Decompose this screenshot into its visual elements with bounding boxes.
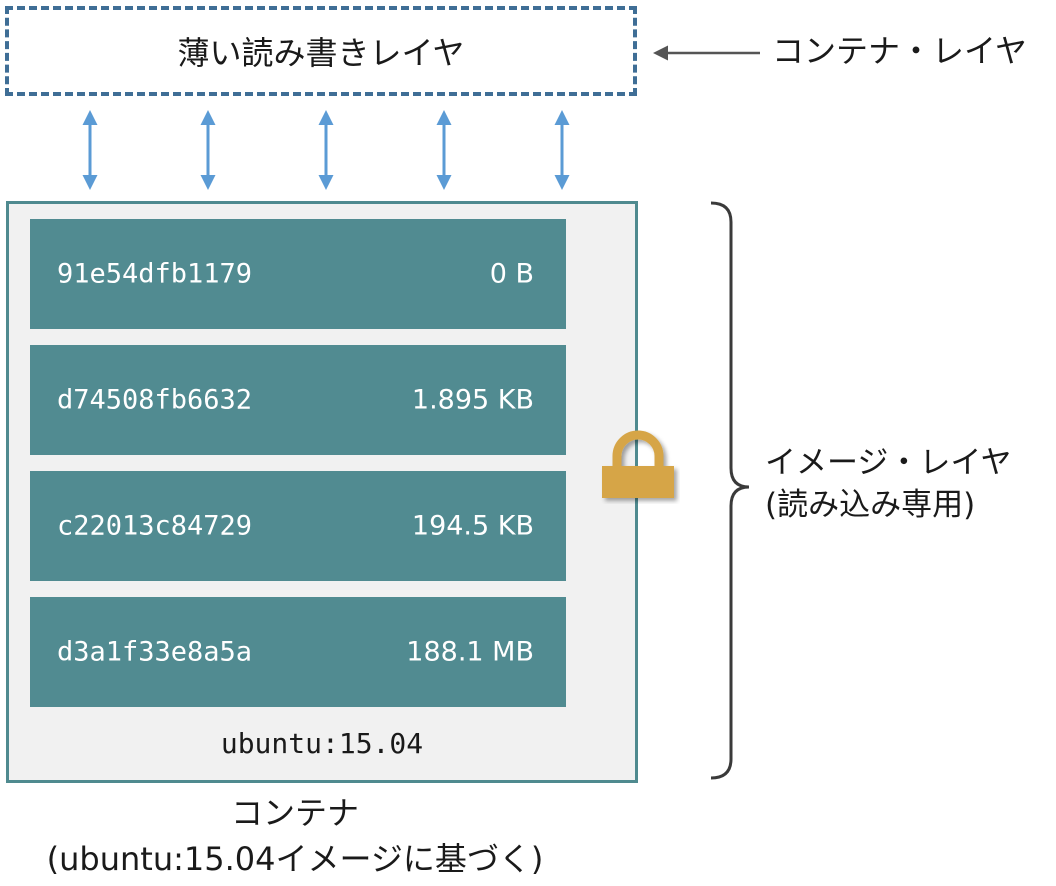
- image-layer-row: d3a1f33e8a5a 188.1 MB: [30, 597, 566, 707]
- container-caption-line2: (ubuntu:15.04イメージに基づく): [46, 840, 544, 878]
- layer-size: 1.895 KB: [411, 384, 534, 416]
- container-caption-line1: コンテナ: [230, 794, 359, 832]
- image-name: ubuntu:15.04: [220, 727, 424, 760]
- container-box: 91e54dfb1179 0 B d74508fb6632 1.895 KB c…: [6, 201, 638, 783]
- connector-arrows: [82, 45, 760, 190]
- rw-layer-label: 薄い読み書きレイヤ: [177, 34, 465, 72]
- container-caption: コンテナ (ubuntu:15.04イメージに基づく): [0, 790, 590, 882]
- container-layer-label: コンテナ・レイヤ: [772, 32, 1028, 70]
- layer-size: 188.1 MB: [406, 636, 534, 668]
- image-layer-row: d74508fb6632 1.895 KB: [30, 345, 566, 455]
- lock-icon: [602, 430, 674, 498]
- image-layers-bracket: [710, 201, 750, 780]
- layer-size: 194.5 KB: [411, 510, 534, 542]
- layer-id: d74508fb6632: [57, 384, 253, 416]
- image-layer-row: c22013c84729 194.5 KB: [30, 471, 566, 581]
- layer-size: 0 B: [489, 258, 534, 290]
- image-layer-label-line1: イメージ・レイヤ: [765, 445, 1012, 481]
- image-layer-label: イメージ・レイヤ (読み込み専用): [765, 442, 1011, 526]
- image-layer-row: 91e54dfb1179 0 B: [30, 219, 566, 329]
- layer-id: d3a1f33e8a5a: [57, 636, 253, 668]
- image-layer-label-line2: (読み込み専用): [765, 487, 976, 523]
- container-rw-layer: 薄い読み書きレイヤ: [5, 6, 637, 96]
- layer-id: 91e54dfb1179: [57, 258, 253, 290]
- layer-id: c22013c84729: [57, 510, 253, 542]
